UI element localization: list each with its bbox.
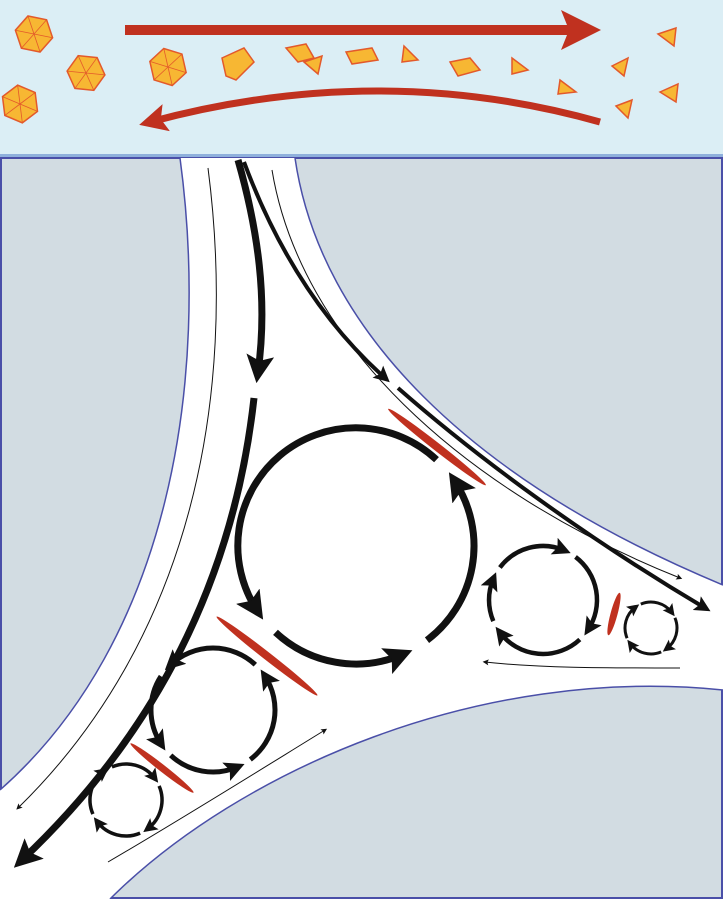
vortex-primary-arc bbox=[424, 472, 478, 643]
triangle-particle bbox=[610, 56, 630, 78]
hexagon-facet-line bbox=[149, 61, 169, 68]
hexagon-facet-line bbox=[74, 72, 87, 89]
particle-group bbox=[1, 15, 679, 124]
vortex-primary-arc bbox=[273, 629, 413, 675]
vortex-secondary-left-arc bbox=[146, 674, 166, 751]
three-way-channel-junction bbox=[0, 157, 723, 899]
stagnation-mark-upper bbox=[388, 408, 486, 486]
top-panel-background bbox=[0, 0, 723, 157]
hexagon-facet-line bbox=[77, 55, 87, 74]
wall-streamline-left bbox=[16, 167, 217, 810]
hexagon-facet-line bbox=[15, 29, 35, 35]
stagnation-mark-right bbox=[607, 592, 621, 636]
triangle-particle bbox=[401, 44, 420, 63]
fragment-particle bbox=[448, 57, 482, 77]
hexagon-facet-line bbox=[19, 92, 36, 105]
upper-right-wall-edge bbox=[294, 157, 723, 586]
return-flow-arrow bbox=[139, 87, 601, 132]
hexagon-facet-line bbox=[167, 66, 173, 86]
vortex-tertiary-right-arc bbox=[662, 617, 679, 652]
triangle-particle bbox=[658, 82, 679, 104]
vortex-secondary-right-arc bbox=[574, 555, 602, 636]
fragment-particle bbox=[344, 47, 380, 65]
vortex-tertiary-left-arc bbox=[111, 762, 159, 783]
panel-divider bbox=[0, 154, 723, 158]
vortex-tertiary-left-arc bbox=[143, 785, 164, 833]
wall-streamline-upper-right bbox=[271, 169, 683, 580]
fragment-particle bbox=[221, 47, 255, 81]
stagnation-mark-lower bbox=[130, 743, 194, 793]
lower-wall-edge bbox=[109, 685, 723, 899]
left-wall-edge bbox=[0, 157, 190, 791]
hexagon-facet-line bbox=[163, 48, 169, 68]
hexagon-facet-line bbox=[85, 72, 105, 76]
inlet-streamline-left bbox=[234, 159, 275, 384]
vortex-group bbox=[88, 424, 679, 838]
hexagon-facet-line bbox=[67, 70, 87, 74]
channel-fluid-region bbox=[0, 158, 723, 899]
hexagon-facet-line bbox=[85, 57, 98, 74]
vortex-tertiary-right-arc bbox=[623, 604, 640, 639]
triangle-particle bbox=[511, 56, 530, 75]
bottom-panel-frame bbox=[0, 157, 723, 899]
vortex-tertiary-right-arc bbox=[627, 639, 662, 656]
hexagon-facet-line bbox=[27, 15, 35, 35]
hexagon-facet-line bbox=[167, 66, 187, 73]
hexagon-facet-line bbox=[17, 85, 21, 105]
wall-streamline-lower-right bbox=[482, 659, 681, 669]
hexagon-facet-line bbox=[4, 103, 21, 116]
outlet-streamline-left bbox=[13, 397, 258, 868]
vortex-secondary-left-arc bbox=[164, 645, 258, 671]
vortex-tertiary-left-arc bbox=[88, 767, 109, 815]
hexagon-facet-line bbox=[33, 19, 47, 35]
triangle-particle bbox=[656, 26, 677, 48]
stagnation-marks bbox=[130, 408, 621, 793]
vortex-secondary-right-arc bbox=[498, 537, 571, 569]
vortex-secondary-right-arc bbox=[480, 572, 498, 622]
vortex-tertiary-left-arc bbox=[93, 817, 141, 838]
hexagon-facet-line bbox=[85, 72, 95, 91]
inlet-streamline-right bbox=[242, 161, 390, 383]
triangle-particle bbox=[614, 98, 634, 120]
hexagon-facet-line bbox=[2, 96, 21, 105]
outlet-streamline-right bbox=[396, 386, 711, 612]
vortex-secondary-left-arc bbox=[168, 753, 245, 781]
hexagon-facet-line bbox=[33, 33, 41, 53]
wall-streamline-bottom bbox=[107, 728, 328, 863]
vortex-tertiary-right-arc bbox=[640, 600, 675, 617]
hexagon-facet-line bbox=[19, 103, 38, 112]
vortex-secondary-left-arc bbox=[248, 669, 280, 762]
vortex-secondary-right-arc bbox=[495, 626, 582, 657]
hexagon-facet-line bbox=[21, 33, 35, 49]
vortex-primary-arc bbox=[234, 424, 439, 620]
hexagon-facet-line bbox=[33, 33, 53, 39]
particle-fragmentation-strip bbox=[0, 0, 723, 158]
triangle-particle bbox=[557, 78, 578, 95]
hexagon-facet-line bbox=[167, 53, 183, 68]
stagnation-mark-middle bbox=[216, 616, 318, 696]
fragment-particle bbox=[302, 54, 324, 76]
hexagon-facet-line bbox=[19, 103, 23, 123]
hexagon-facet-line bbox=[153, 66, 169, 81]
